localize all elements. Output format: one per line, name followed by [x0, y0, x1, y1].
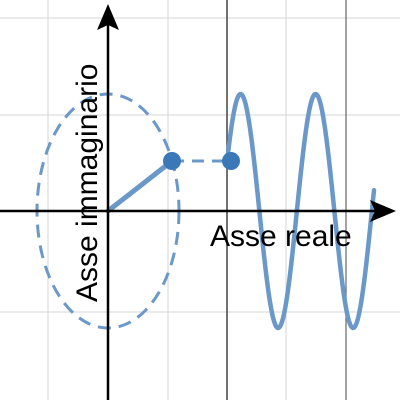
phasor-tip-point [163, 152, 181, 170]
phasor-vector [105, 158, 175, 214]
projection-point [222, 152, 240, 170]
real-axis-label: Asse reale [210, 220, 352, 253]
y-axis-arrow-icon [97, 4, 119, 30]
sine-wave [224, 91, 377, 331]
axes [0, 4, 396, 400]
imaginary-axis-label: Asse immaginario [71, 64, 104, 302]
x-axis-arrow-icon [370, 200, 396, 222]
